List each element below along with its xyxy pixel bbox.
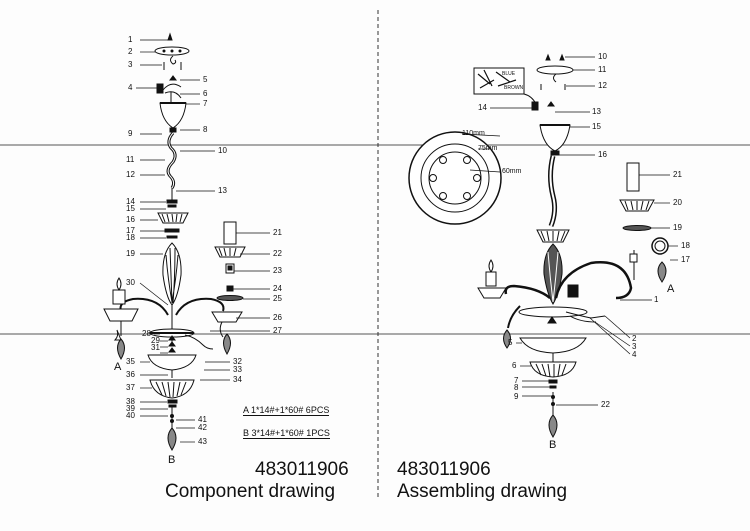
- r-callout-12: 12: [598, 81, 607, 90]
- note-b: B 3*14#+1*60# 1PCS: [243, 428, 330, 439]
- callout-30: 30: [126, 278, 135, 287]
- callout-14: 14: [126, 197, 135, 206]
- dim-110mm: 110mm: [462, 130, 485, 137]
- r-callout-11: 11: [598, 65, 607, 74]
- left-bottom-label: B: [168, 454, 176, 466]
- callout-34: 34: [233, 375, 242, 384]
- callout-4: 4: [128, 83, 133, 92]
- dim-60mm: 60mm: [502, 168, 522, 175]
- callout-43: 43: [198, 437, 207, 446]
- callout-7: 7: [203, 99, 208, 108]
- callout-29: 29: [151, 336, 160, 345]
- r-callout-1: 1: [654, 295, 659, 304]
- callout-2: 2: [128, 47, 133, 56]
- callout-25: 25: [273, 294, 282, 303]
- right-bottom-label: B: [549, 439, 557, 451]
- wire-blue: BLUE: [502, 71, 516, 77]
- r-callout-16: 16: [598, 150, 607, 159]
- r-callout-15: 15: [592, 122, 601, 131]
- callout-12: 12: [126, 170, 135, 179]
- r-callout-20: 20: [673, 198, 682, 207]
- right-caption: Assembling drawing: [397, 481, 568, 502]
- left-chandelier-exploded: [103, 32, 246, 451]
- callout-16: 16: [126, 215, 135, 224]
- callout-5: 5: [203, 75, 208, 84]
- callout-19: 19: [126, 249, 135, 258]
- left-model-number: 483011906: [255, 459, 349, 480]
- callout-40: 40: [126, 411, 135, 420]
- r-callout-7: 7: [514, 376, 519, 385]
- callout-18: 18: [126, 233, 135, 242]
- right-chandelier-assembled: [408, 53, 669, 438]
- dim-75mm: 75mm: [478, 145, 498, 152]
- r-callout-10: 10: [598, 52, 607, 61]
- r-callout-22: 22: [601, 400, 610, 409]
- callout-23: 23: [273, 266, 282, 275]
- callout-15: 15: [126, 204, 135, 213]
- callout-42: 42: [198, 423, 207, 432]
- r-callout-4: 4: [632, 350, 637, 359]
- callout-27: 27: [273, 326, 282, 335]
- callout-37: 37: [126, 383, 135, 392]
- r-callout-3: 3: [632, 342, 637, 351]
- callout-11: 11: [126, 155, 135, 164]
- r-callout-14: 14: [478, 103, 487, 112]
- callout-41: 41: [198, 415, 207, 424]
- r-callout-9: 9: [514, 392, 519, 401]
- callout-28: 28: [142, 329, 151, 338]
- r-callout-17: 17: [681, 255, 690, 264]
- callout-33: 33: [233, 365, 242, 374]
- r-callout-21: 21: [673, 170, 682, 179]
- r-callout-18: 18: [681, 241, 690, 250]
- callout-38: 38: [126, 397, 135, 406]
- left-caption: Component drawing: [165, 481, 336, 502]
- r-callout-5: 5: [508, 338, 513, 347]
- callout-22: 22: [273, 249, 282, 258]
- callout-39: 39: [126, 404, 135, 413]
- callout-1: 1: [128, 35, 133, 44]
- callout-35: 35: [126, 357, 135, 366]
- callout-32: 32: [233, 357, 242, 366]
- callout-13: 13: [218, 186, 227, 195]
- note-a: A 1*14#+1*60# 6PCS: [243, 405, 330, 416]
- callout-10: 10: [218, 146, 227, 155]
- callout-17: 17: [126, 226, 135, 235]
- callout-31: 31: [151, 343, 160, 352]
- r-callout-2: 2: [632, 334, 637, 343]
- r-callout-8: 8: [514, 383, 519, 392]
- r-callout-13: 13: [592, 107, 601, 116]
- callout-9: 9: [128, 129, 133, 138]
- callout-36: 36: [126, 370, 135, 379]
- right-model-number: 483011906: [397, 459, 491, 480]
- callout-6: 6: [203, 89, 208, 98]
- wire-brown: BROWN: [504, 85, 524, 91]
- right-arm-label: A: [667, 283, 675, 295]
- r-callout-19: 19: [673, 223, 682, 232]
- callout-26: 26: [273, 313, 282, 322]
- r-callout-6: 6: [512, 361, 517, 370]
- callout-21: 21: [273, 228, 282, 237]
- callout-3: 3: [128, 60, 133, 69]
- right-leader-lines: [461, 56, 678, 406]
- left-leader-lines: [136, 39, 270, 443]
- callout-24: 24: [273, 284, 282, 293]
- left-arm-label: A: [114, 361, 122, 373]
- callout-8: 8: [203, 125, 208, 134]
